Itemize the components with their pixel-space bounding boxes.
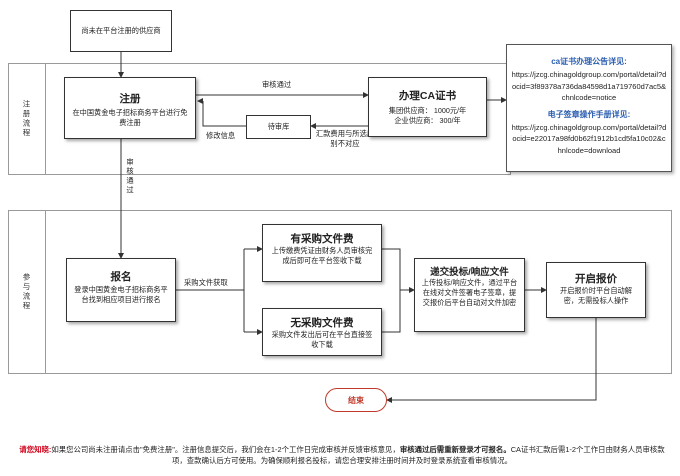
open-quote-box: 开启报价 开启报价时平台自动解密，无需投标人操作 xyxy=(546,262,646,318)
fee-mismatch-label: 汇款费用与所选库别不对应 xyxy=(315,129,375,148)
pending-box: 待审库 xyxy=(246,115,311,139)
register-title: 注册 xyxy=(119,93,141,105)
notice-part3: CA证书汇款后需1-2个工作日由财务人员审核款项，查款确认后方可使用。为确保顺利… xyxy=(172,445,665,465)
ca-price-enterprise: 企业供应商： 300/年 xyxy=(394,116,461,125)
review-pass-top-label: 审核通过 xyxy=(262,80,292,89)
paid-file-box: 有采购文件费 上传缴费凭证由财务人员审核完成后即可在平台签收下载 xyxy=(262,224,382,282)
free-desc: 采购文件发出后可在平台直接签收下载 xyxy=(271,330,373,349)
open-title: 开启报价 xyxy=(575,273,617,285)
manual-link[interactable]: https://jzcg.chinagoldgroup.com/portal/d… xyxy=(511,122,667,155)
end-node: 结束 xyxy=(325,388,387,412)
signup-title: 报名 xyxy=(110,271,132,283)
signup-desc: 登录中国黄金电子招标商务平台找到相应项目进行报名 xyxy=(74,285,168,304)
modify-info-label: 修改信息 xyxy=(206,131,236,140)
notice-label: 请您知晓: xyxy=(19,445,52,454)
submit-desc: 上传投标/响应文件，通过平台在线对文件签署电子签章，提交报价后平台自动对文件加密 xyxy=(421,278,518,307)
manual-title: 电子签章操作手册详见: xyxy=(547,109,631,119)
register-box: 注册 在中国黄金电子招标商务平台进行免费注册 xyxy=(64,77,196,139)
free-title: 无采购文件费 xyxy=(290,317,354,329)
signup-box: 报名 登录中国黄金电子招标商务平台找到相应项目进行报名 xyxy=(66,258,176,322)
ca-notice-title: ca证书办理公告详见: xyxy=(551,57,627,66)
ca-title: 办理CA证书 xyxy=(398,90,457,102)
free-file-box: 无采购文件费 采购文件发出后可在平台直接签收下载 xyxy=(262,308,382,356)
ca-price-group: 集团供应商： 1000元/年 xyxy=(388,106,467,115)
ca-box: 办理CA证书 集团供应商： 1000元/年 企业供应商： 300/年 xyxy=(368,77,487,137)
participate-lane-label: 参与流程 xyxy=(8,210,46,374)
open-desc: 开启报价时平台自动解密，无需投标人操作 xyxy=(560,286,632,305)
participate-lane xyxy=(8,210,672,374)
get-file-label: 采购文件获取 xyxy=(184,278,228,287)
register-desc: 在中国黄金电子招标商务平台进行免费注册 xyxy=(72,108,188,127)
paid-title: 有采购文件费 xyxy=(290,233,354,245)
cert-info-box: ca证书办理公告详见: https://jzcg.chinagoldgroup.… xyxy=(506,44,672,172)
submit-title: 递交投标/响应文件 xyxy=(430,267,509,278)
paid-desc: 上传缴费凭证由财务人员审核完成后即可在平台签收下载 xyxy=(271,246,373,265)
ca-notice-link[interactable]: https://jzcg.chinagoldgroup.com/portal/d… xyxy=(511,70,667,102)
register-lane-label: 注册流程 xyxy=(8,63,46,175)
notice-part1: 如果您公司尚未注册请点击"免费注册"。注册信息提交后，我们会在1-2个工作日完成… xyxy=(51,445,400,454)
submit-box: 递交投标/响应文件 上传投标/响应文件，通过平台在线对文件签署电子签章，提交报价… xyxy=(414,258,525,332)
review-pass-down-label: 审核通过 xyxy=(126,158,135,196)
notice-part2: 审核通过后需重新登录才可报名。 xyxy=(399,445,511,454)
start-box: 尚未在平台注册的供应商 xyxy=(70,10,172,52)
notice-text: 请您知晓:如果您公司尚未注册请点击"免费注册"。注册信息提交后，我们会在1-2个… xyxy=(14,444,670,466)
